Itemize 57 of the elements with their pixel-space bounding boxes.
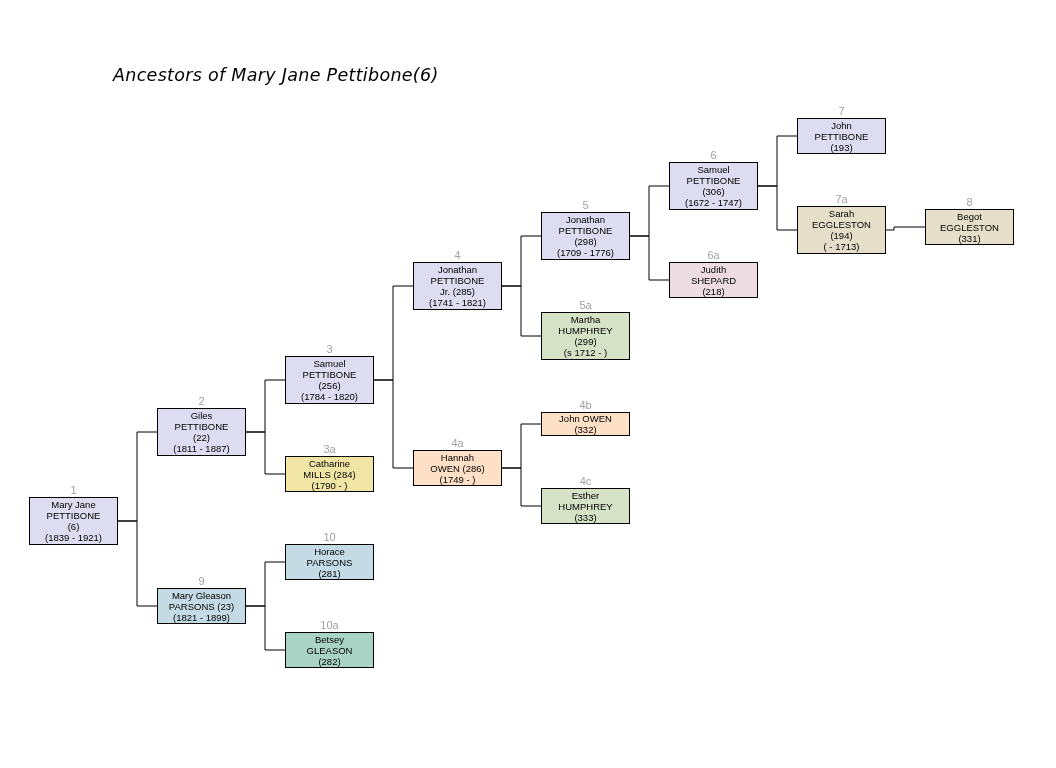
person-name: Begot EGGLESTON (331) <box>939 210 1000 244</box>
generation-number: 3a <box>323 443 336 455</box>
connector-line <box>245 431 286 475</box>
diagram-title: Ancestors of Mary Jane Pettibone(6) <box>113 65 439 85</box>
connector-line <box>501 467 542 507</box>
generation-number: 4 <box>454 249 461 261</box>
person-name: Esther HUMPHREY (333) <box>557 489 614 523</box>
person-name: John OWEN (332) <box>558 413 613 435</box>
person-name: Mary Gleason PARSONS (23) <box>167 589 236 612</box>
person-name: Catharine MILLS (284) <box>302 457 357 480</box>
person-name: Jonathan PETTIBONE (298) <box>557 214 614 247</box>
generation-number: 2 <box>198 395 205 407</box>
generation-number: 7 <box>838 105 845 117</box>
life-dates: (1839 - 1921) <box>44 532 102 543</box>
person-name: Samuel PETTIBONE (256) <box>301 358 358 391</box>
connector-line <box>501 285 542 337</box>
connector-line <box>629 235 670 281</box>
life-dates: (1821 - 1899) <box>172 611 230 623</box>
generation-number: 7a <box>835 193 848 205</box>
life-dates: (1811 - 1887) <box>173 443 230 454</box>
life-dates: (1749 - ) <box>439 473 476 485</box>
person-name: Judith SHEPARD (218) <box>689 263 738 297</box>
person-name: John PETTIBONE (193) <box>813 119 870 153</box>
person-name: Martha HUMPHREY (299) <box>557 314 614 347</box>
life-dates: (1741 - 1821) <box>428 297 486 308</box>
generation-number: 6 <box>710 149 717 161</box>
generation-number: 1 <box>70 484 77 496</box>
life-dates: ( - 1713) <box>823 241 860 252</box>
connector-line <box>885 226 926 231</box>
connector-line <box>117 520 158 607</box>
generation-number: 5 <box>582 199 589 211</box>
life-dates: (1709 - 1776) <box>556 247 614 258</box>
generation-number: 10 <box>323 531 336 543</box>
person-name: Samuel PETTIBONE (306) <box>685 164 742 197</box>
person-name: Hannah OWEN (286) <box>429 451 486 474</box>
person-name: Horace PARSONS (281) <box>305 545 354 579</box>
generation-number: 4b <box>579 399 592 411</box>
generation-number: 8 <box>966 196 973 208</box>
generation-number: 4c <box>579 475 592 487</box>
person-name: Mary Jane PETTIBONE (6) <box>45 499 102 532</box>
person-name: Sarah EGGLESTON (194) <box>811 208 872 241</box>
generation-number: 4a <box>451 437 464 449</box>
generation-number: 10a <box>320 619 339 631</box>
life-dates: (1790 - ) <box>311 479 348 491</box>
generation-number: 3 <box>326 343 333 355</box>
generation-number: 9 <box>198 575 205 587</box>
connector-line <box>245 605 286 651</box>
life-dates: (1672 - 1747) <box>684 197 742 208</box>
connector-line <box>757 185 798 231</box>
connector-line <box>373 379 414 469</box>
life-dates: (1784 - 1820) <box>300 391 358 402</box>
generation-number: 5a <box>579 299 592 311</box>
person-name: Giles PETTIBONE (22) <box>173 410 230 443</box>
person-name: Betsey GLEASON (282) <box>305 633 354 667</box>
life-dates: (s 1712 - ) <box>563 347 608 358</box>
person-name: Jonathan PETTIBONE Jr. (285) <box>429 264 486 297</box>
generation-number: 6a <box>707 249 720 261</box>
